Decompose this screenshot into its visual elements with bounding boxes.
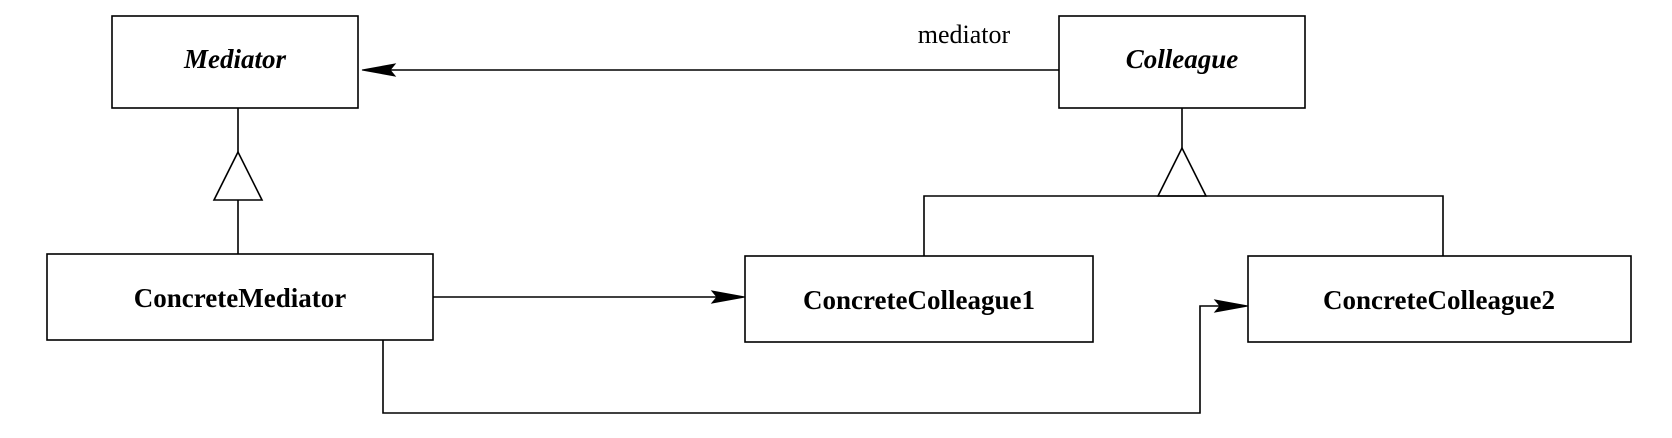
concrete-colleague1-class-box: ConcreteColleague1 xyxy=(744,255,1094,343)
mediator-generalization xyxy=(212,108,264,254)
mediator-class-box: Mediator xyxy=(111,15,359,109)
colleague1-arrowhead xyxy=(710,290,746,304)
colleague-generalization xyxy=(923,108,1444,256)
concrete-mediator-to-colleague2-association xyxy=(382,299,1249,414)
mediator-inheritance-triangle xyxy=(212,150,264,201)
concrete-colleague1-class-name: ConcreteColleague1 xyxy=(803,285,1035,315)
concrete-colleague2-class-name: ConcreteColleague2 xyxy=(1323,285,1555,315)
association-arrowhead xyxy=(361,63,397,77)
concrete-mediator-class-name: ConcreteMediator xyxy=(134,283,346,313)
colleague-mediator-association: mediator xyxy=(361,20,1059,77)
mediator-role-label: mediator xyxy=(918,20,1011,49)
concrete-mediator-class-box: ConcreteMediator xyxy=(46,253,434,341)
colleague-class-box: Colleague xyxy=(1058,15,1306,109)
colleague2-arrowhead xyxy=(1213,299,1249,313)
colleague-class-name: Colleague xyxy=(1126,44,1239,74)
concrete-colleague2-class-box: ConcreteColleague2 xyxy=(1247,255,1632,343)
colleague-inheritance-triangle xyxy=(1156,146,1208,197)
mediator-class-name: Mediator xyxy=(183,44,286,74)
concrete-mediator-to-colleague1-association xyxy=(433,290,746,304)
